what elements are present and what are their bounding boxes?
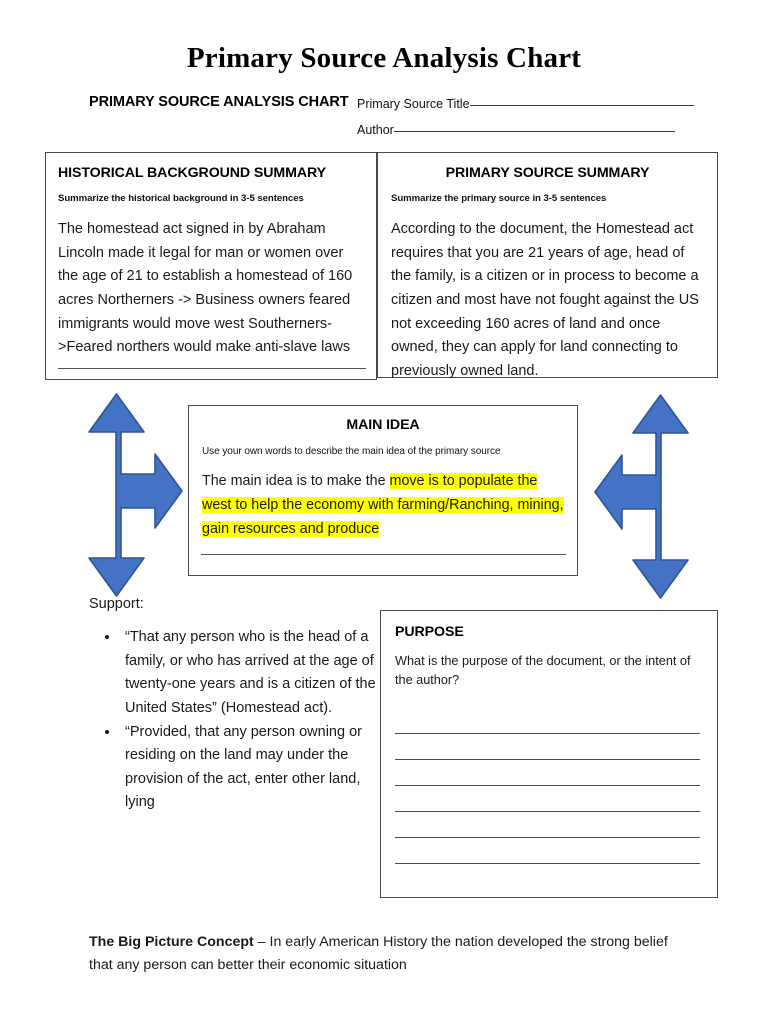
purpose-answer-line[interactable] — [395, 760, 700, 787]
purpose-answer-line[interactable] — [395, 786, 700, 813]
main-idea-box: MAIN IDEA Use your own words to describe… — [188, 405, 578, 576]
page-title: Primary Source Analysis Chart — [186, 42, 582, 74]
main-idea-body: The main idea is to make the move is to … — [202, 469, 564, 541]
support-label: Support: — [89, 596, 144, 612]
historical-background-title: HISTORICAL BACKGROUND SUMMARY — [58, 165, 326, 181]
support-section: Support: “That any person who is the hea… — [89, 596, 379, 815]
header-band: PRIMARY SOURCE ANALYSIS CHART Primary So… — [0, 94, 768, 146]
historical-background-blank-rule[interactable] — [58, 368, 366, 369]
main-idea-title: MAIN IDEA — [346, 417, 420, 433]
historical-background-box: HISTORICAL BACKGROUND SUMMARY Summarize … — [45, 152, 377, 380]
three-way-arrow-left — [88, 393, 183, 597]
primary-source-title-rule[interactable] — [469, 105, 694, 106]
purpose-box: PURPOSE What is the purpose of the docum… — [380, 610, 718, 898]
main-idea-blank-rule[interactable] — [201, 554, 566, 555]
purpose-answer-line[interactable] — [395, 838, 700, 865]
main-idea-subtitle: Use your own words to describe the main … — [202, 446, 501, 457]
author-rule[interactable] — [393, 131, 675, 132]
header-chart-label: PRIMARY SOURCE ANALYSIS CHART — [89, 94, 349, 110]
big-picture-concept-text: – In early American History the nation d… — [89, 934, 668, 973]
primary-source-summary-box: PRIMARY SOURCE SUMMARY Summarize the pri… — [377, 152, 718, 379]
purpose-title: PURPOSE — [395, 624, 464, 640]
purpose-answer-line[interactable] — [395, 708, 700, 735]
author-field[interactable]: Author — [357, 123, 675, 137]
primary-source-title-field[interactable]: Primary Source Title — [357, 97, 694, 111]
purpose-answer-lines[interactable] — [395, 708, 703, 865]
primary-source-title-label: Primary Source Title — [357, 97, 470, 111]
support-list: “That any person who is the head of a fa… — [89, 626, 379, 815]
historical-background-subtitle: Summarize the historical background in 3… — [58, 193, 304, 204]
purpose-answer-line[interactable] — [395, 812, 700, 839]
primary-source-summary-title: PRIMARY SOURCE SUMMARY — [445, 165, 650, 181]
purpose-prompt: What is the purpose of the document, or … — [395, 654, 691, 688]
purpose-answer-line[interactable] — [395, 734, 700, 761]
big-picture-concept-label: The Big Picture Concept — [89, 934, 254, 950]
big-picture-concept: The Big Picture Concept – In early Ameri… — [89, 931, 689, 977]
primary-source-summary-body: According to the document, the Homestead… — [391, 221, 699, 379]
main-idea-body-plain: The main idea is to make the — [202, 473, 390, 489]
historical-background-body: The homestead act signed in by Abraham L… — [58, 221, 353, 356]
three-way-arrow-right — [594, 394, 689, 599]
list-item: “That any person who is the head of a fa… — [120, 626, 379, 721]
list-item: “Provided, that any person owning or res… — [120, 721, 379, 816]
primary-source-summary-subtitle: Summarize the primary source in 3-5 sent… — [391, 193, 607, 204]
author-label: Author — [357, 123, 394, 137]
